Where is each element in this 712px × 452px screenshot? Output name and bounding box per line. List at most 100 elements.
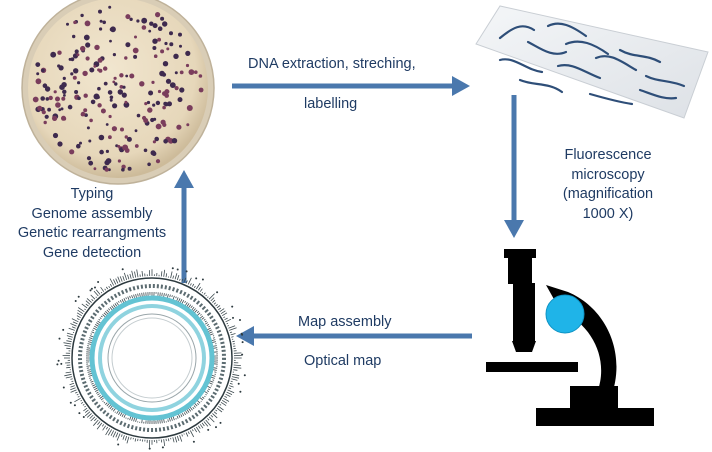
map-track-tick [72,321,78,325]
right-arrow-label: Fluorescence microscopy (magnification 1… [548,146,668,224]
map-track-tick [199,288,203,292]
colony [188,69,195,75]
map-track-tick [207,296,209,298]
colony [80,111,86,117]
colony [157,37,162,42]
dna-slide-icon [475,5,709,119]
map-track-tick [76,312,83,317]
colony [72,75,77,80]
colony [45,97,50,101]
map-track-tick [221,399,228,404]
map-marker [195,277,198,280]
map-marker [73,404,76,407]
colony [70,72,74,76]
colony [155,123,162,130]
colony [194,70,198,74]
map-track-tick [87,371,92,373]
map-track-tick [112,304,116,308]
map-track-tick [216,407,223,413]
map-track-tick [170,271,173,279]
colony [186,105,193,111]
colony [80,45,86,52]
map-track-tick [90,294,96,300]
map-track-tick [66,332,74,336]
map-track-tick [201,291,204,294]
colony [40,96,45,101]
map-track-tick [228,387,232,390]
map-track-tick [176,415,179,419]
map-track-tick [119,300,122,303]
map-track-tick [181,278,184,282]
map-track-tick [216,305,221,309]
map-track-tick [76,393,79,396]
colony [173,53,179,59]
map-marker [239,390,242,393]
colony [146,100,151,105]
map-track-tick [76,315,81,319]
map-track-tick [129,273,132,279]
map-marker [171,267,174,270]
map-marker [161,446,164,449]
map-track-tick [90,333,93,335]
map-track-tick [141,270,144,277]
map-track-tick [134,271,137,278]
map-track-tick [179,435,183,442]
map-track-tick [196,311,199,314]
map-track-tick [122,275,125,281]
map-track-tick [231,378,238,381]
map-track-tick [184,300,186,304]
colony [96,95,100,99]
map-track-tick [204,322,208,325]
map-track-tick [65,371,72,374]
colony [126,136,132,142]
map-track-tick [75,391,78,394]
map-track-tick [118,300,120,303]
map-track-tick [176,274,180,281]
left-arrow-label-line: Genetic rearrangments [17,225,167,241]
map-track-tick [108,285,111,289]
map-track-tick [124,435,128,441]
map-track-tick [213,302,217,305]
colony [61,82,67,88]
map-track-tick [105,427,111,436]
colony [83,108,88,113]
map-track-tick [133,294,135,298]
colony [169,82,176,88]
left-arrow-label: Typing Genome assembly Genetic rearrangm… [0,185,184,263]
map-track-tick [187,277,192,285]
map-track-tick [205,419,211,426]
map-track-tick [89,414,94,419]
map-track-tick [183,412,186,416]
map-track-tick [205,393,207,396]
colony [164,41,168,46]
colony [112,103,118,109]
colony [74,90,79,94]
map-track-tick [210,297,215,302]
colony [127,166,132,171]
map-track-tick [229,382,233,385]
map-track-tick [86,413,92,418]
map-track-tick [82,403,85,406]
colony [103,66,108,71]
map-track-tick [191,306,195,310]
colony [97,103,102,108]
map-track-tick [163,269,166,277]
map-track-tick [115,278,119,284]
map-track-tick [112,408,116,412]
map-track-tick [71,326,76,329]
map-marker [201,278,204,281]
colony [151,80,155,84]
colony [85,42,91,48]
colony [86,156,92,161]
map-track-tick [226,322,229,325]
map-track-tick [233,369,238,371]
map-track-tick [195,282,201,290]
colony [134,144,139,148]
colony [141,25,147,30]
left-arrow-label-line: Genome assembly [31,205,153,222]
map-track-tick [92,384,96,387]
colony [93,65,97,68]
map-track-tick [70,389,77,393]
microscope-icon [486,249,654,426]
map-track-tick [171,295,173,298]
